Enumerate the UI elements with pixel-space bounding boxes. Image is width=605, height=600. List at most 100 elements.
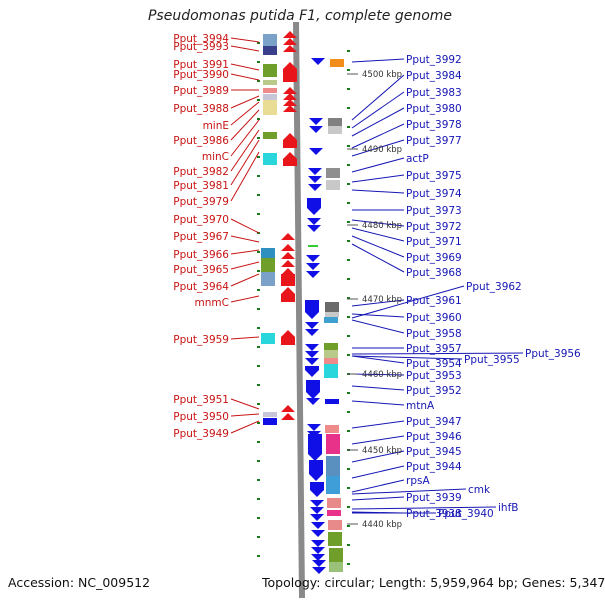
label-connector (351, 313, 405, 318)
reverse-gene-arrow (305, 300, 319, 312)
label-connector (230, 336, 260, 340)
gene-label-right: Pput_3945 (406, 446, 462, 458)
gene-label-right: Pput_3974 (406, 188, 462, 200)
reverse-gene-arrow (305, 366, 319, 370)
reverse-gene-arrow (305, 358, 319, 365)
forward-gene-arrow (283, 93, 297, 100)
gene-label-left: Pput_3964 (173, 281, 229, 293)
reverse-gene-arrow (309, 148, 323, 155)
scale-label: 4480 kbp (362, 221, 402, 231)
reverse-gene-arrow (311, 522, 325, 529)
scale-label: 4460 kbp (362, 370, 402, 380)
reverse-gene-arrow (308, 454, 322, 461)
gene-label-left: Pput_3966 (173, 249, 229, 261)
feature-block (261, 248, 275, 258)
tick-mark (347, 164, 350, 166)
forward-gene-arrow (281, 405, 295, 412)
gene-labels: Pput_3994Pput_3993Pput_3991Pput_3990Pput… (173, 33, 581, 520)
gene-label-right: Pput_3953 (406, 370, 462, 382)
reverse-gene-arrow (308, 434, 322, 454)
label-connector (351, 355, 405, 364)
reverse-gene-arrow (306, 392, 320, 399)
forward-gene-arrow (283, 133, 297, 140)
label-connector (351, 58, 405, 63)
feature-block (263, 412, 277, 417)
label-connector (351, 157, 405, 173)
reverse-gene-arrow (310, 500, 324, 507)
tick-mark (257, 270, 260, 272)
feature-block (327, 498, 341, 508)
label-connectors (230, 37, 524, 514)
gene-label-left: mnmC (195, 297, 229, 309)
forward-gene-arrow (281, 294, 295, 302)
tick-mark (347, 468, 350, 470)
tick-mark (257, 403, 260, 405)
forward-gene-arrow (281, 330, 295, 337)
scale-label: 4440 kbp (362, 520, 402, 530)
feature-block (263, 418, 277, 425)
label-connector (230, 37, 260, 43)
gene-label-left: Pput_3979 (173, 196, 229, 208)
gene-label-right: Pput_3968 (406, 267, 462, 279)
feature-block (263, 100, 277, 115)
tick-mark (257, 308, 260, 310)
tick-mark (347, 411, 350, 413)
gene-label-right: Pput_3971 (406, 236, 462, 248)
label-connector (351, 479, 405, 493)
gene-label-left: Pput_3965 (173, 264, 229, 276)
gene-label-left: Pput_3949 (173, 428, 229, 440)
label-connector (351, 91, 405, 129)
scale-label: 4500 kbp (362, 70, 402, 80)
feature-block (326, 456, 340, 476)
gene-label-right: Pput_3962 (466, 281, 522, 293)
label-connector (230, 420, 260, 434)
reverse-gene-arrow (309, 126, 323, 133)
tick-mark (257, 251, 260, 253)
label-connector (351, 352, 524, 355)
forward-gene-arrow (281, 274, 295, 286)
label-connector (230, 151, 260, 202)
forward-gene-arrow (283, 87, 297, 94)
forward-gene-arrow (281, 244, 295, 251)
forward-gene-arrow (281, 287, 295, 294)
rna-gene-mark (308, 245, 318, 247)
reverse-gene-arrow (306, 380, 320, 392)
label-connector (351, 400, 405, 406)
reverse-gene-arrow (309, 118, 323, 125)
feature-block (329, 548, 343, 562)
topology-text: Topology: circular; Length: 5,959,964 bp… (262, 575, 605, 590)
feature-block (263, 88, 277, 93)
reverse-gene-arrow (305, 370, 319, 377)
accession-text: Accession: NC_009512 (8, 575, 151, 590)
tick-mark (257, 441, 260, 443)
reverse-gene-arrow (307, 225, 321, 232)
feature-block (263, 153, 277, 165)
reverse-gene-arrow (310, 507, 324, 514)
reverse-gene-arrow (309, 460, 323, 474)
feature-block (325, 425, 339, 433)
feature-block (263, 46, 277, 55)
tick-mark (347, 221, 350, 223)
feature-block (327, 510, 341, 516)
tick-mark (257, 365, 260, 367)
reverse-gene-arrow (307, 218, 321, 225)
tick-mark (347, 544, 350, 546)
reverse-gene-arrow (308, 176, 322, 183)
gene-label-left: Pput_3994 (173, 33, 229, 45)
forward-gene-arrow (283, 99, 297, 106)
tick-mark (257, 175, 260, 177)
label-connector (351, 506, 497, 510)
feature-block (328, 532, 342, 546)
gene-label-left: Pput_3951 (173, 394, 229, 406)
label-connector (351, 243, 405, 273)
forward-gene-arrow (281, 260, 295, 267)
feature-block (324, 364, 338, 378)
label-connector (351, 496, 405, 501)
feature-blocks (261, 34, 344, 572)
gene-label-left: minC (202, 151, 229, 163)
label-connector (230, 413, 260, 417)
tick-mark (347, 278, 350, 280)
gene-label-right: Pput_3977 (406, 135, 462, 147)
